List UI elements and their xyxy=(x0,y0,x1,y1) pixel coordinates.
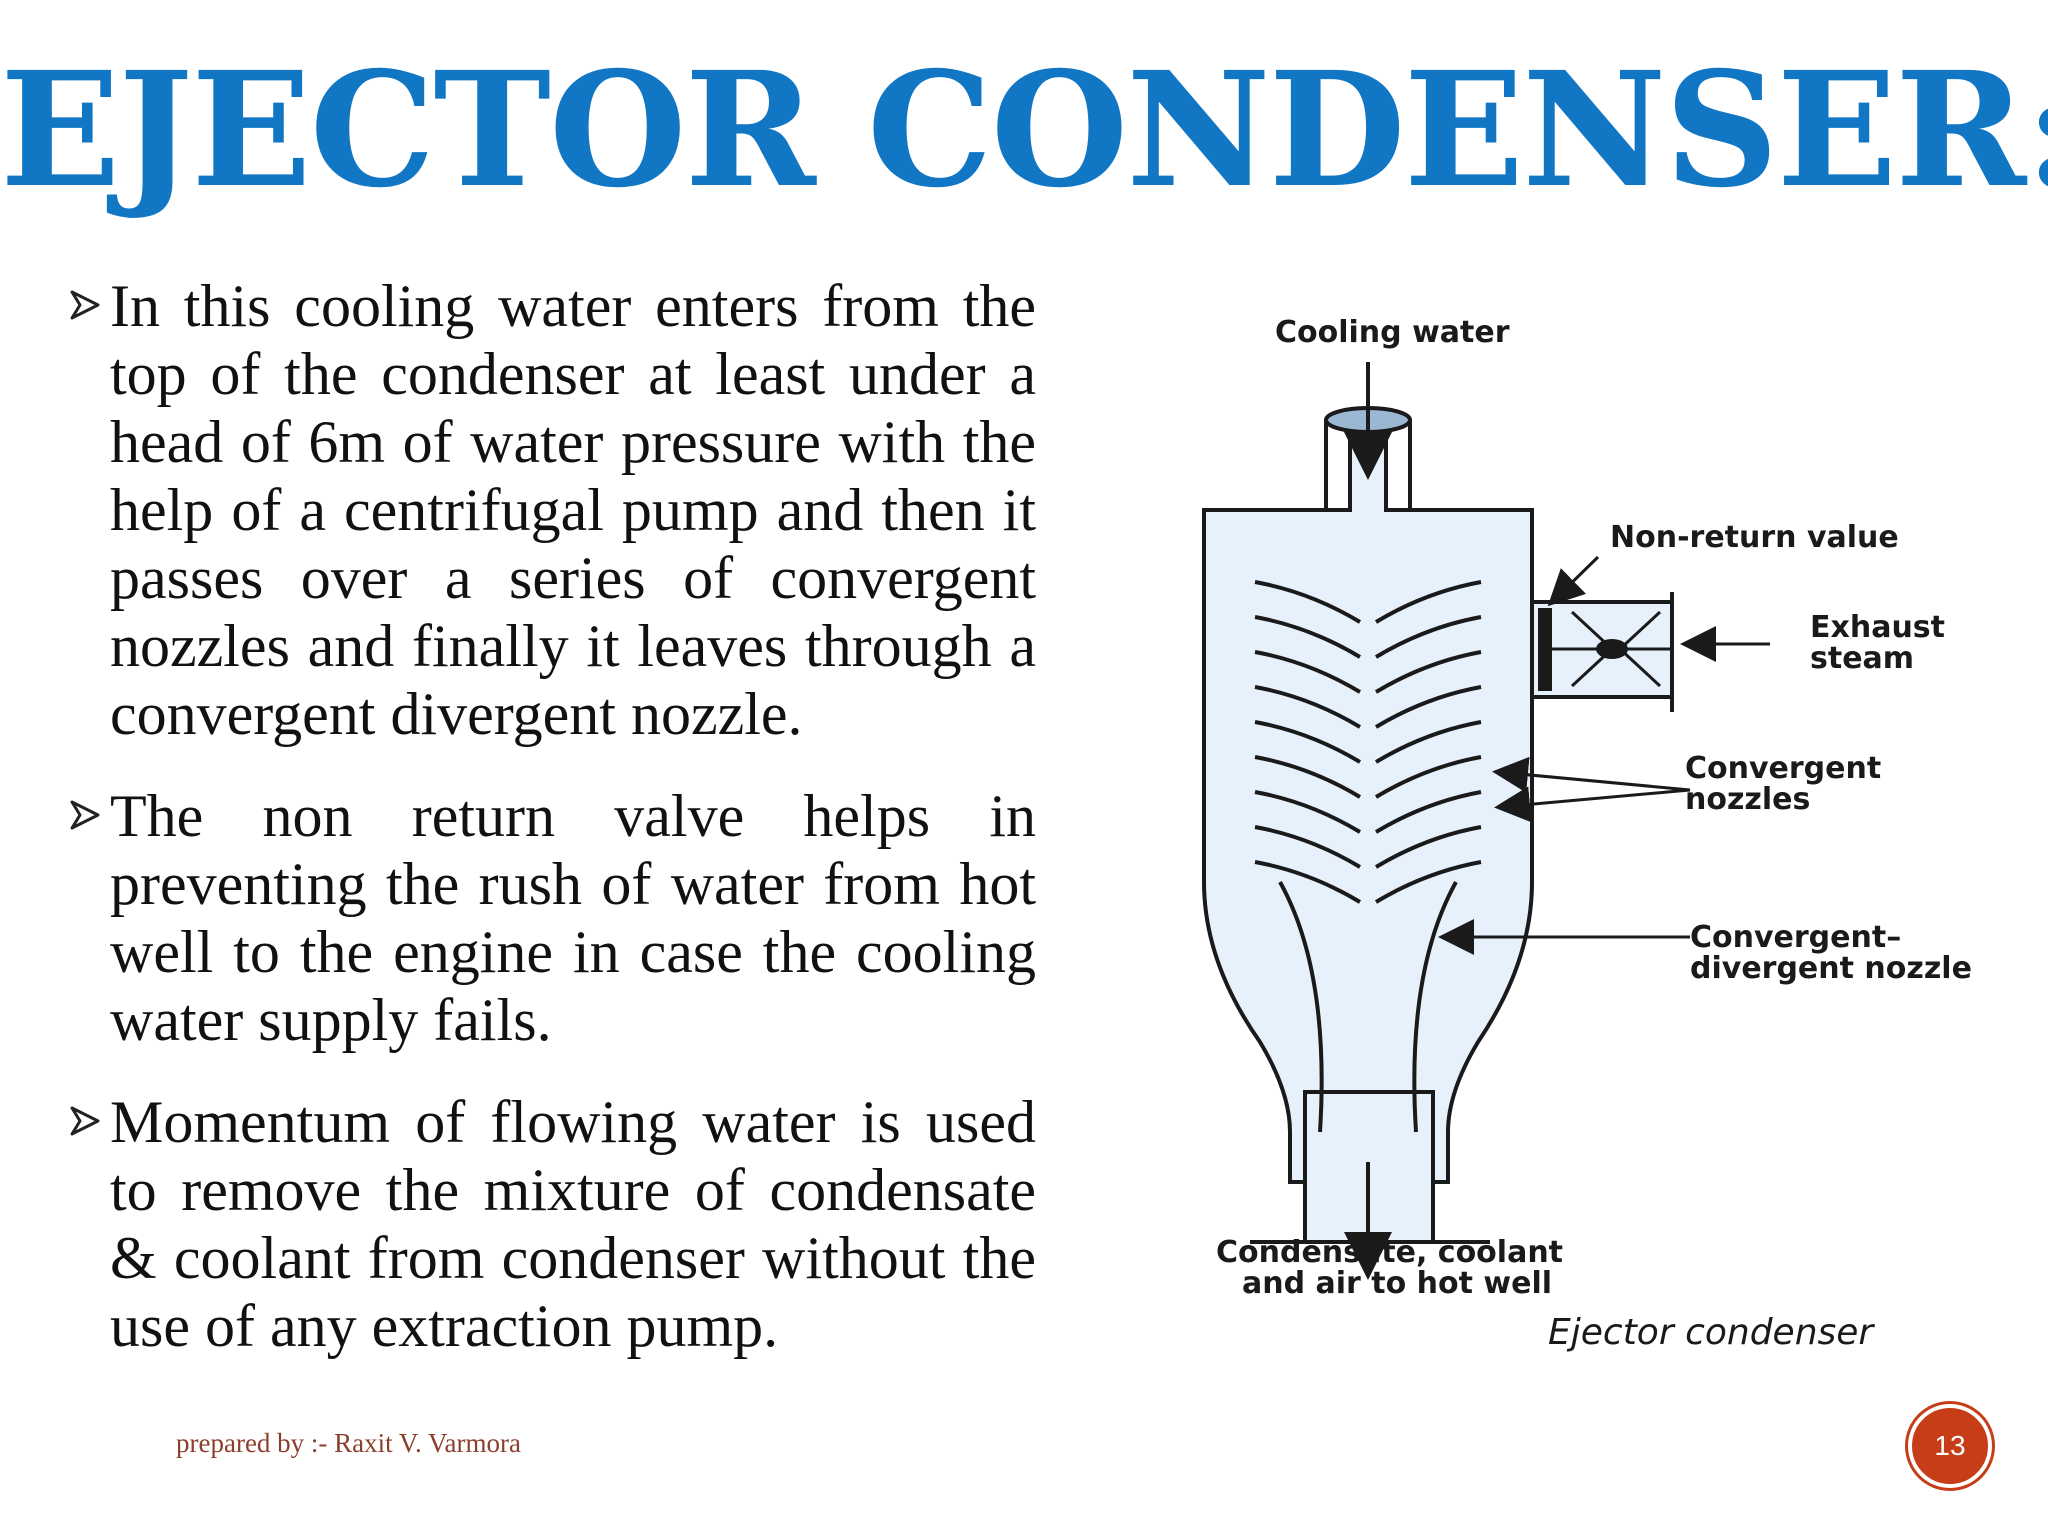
arrow-bullet-icon xyxy=(68,288,102,322)
label-convergent-nozzles: Convergent xyxy=(1685,751,1881,786)
label-non-return-valve: Non-return value xyxy=(1610,520,1899,555)
condenser-vessel xyxy=(1202,420,1534,1184)
bullet-text: The non return valve helps in preventing… xyxy=(110,783,1036,1053)
slide-title: EJECTOR CONDENSER: xyxy=(0,38,2048,223)
label-convergent-nozzles: nozzles xyxy=(1685,782,1810,817)
label-cooling-water: Cooling water xyxy=(1275,315,1510,350)
diagram-caption: Ejector condenser xyxy=(1548,1312,1875,1353)
convergent-nozzles-left xyxy=(1254,580,1362,904)
bullet-item: The non return valve helps in preventing… xyxy=(68,782,1036,1054)
footer-author: prepared by :- Raxit V. Varmora xyxy=(176,1428,521,1458)
non-return-valve xyxy=(1530,592,1674,712)
label-convergent-divergent-nozzle: Convergent– xyxy=(1690,920,1901,955)
bullet-text: In this cooling water enters from the to… xyxy=(110,273,1036,747)
label-outlet: Condensate, coolant xyxy=(1216,1235,1563,1270)
arrow-bullet-icon xyxy=(68,1104,102,1138)
bullet-text: Momentum of flowing water is used to rem… xyxy=(110,1089,1036,1359)
label-convergent-divergent-nozzle: divergent nozzle xyxy=(1690,951,1972,986)
ejector-condenser-diagram: Cooling water Non-return value Exhaust s… xyxy=(1202,315,1972,1353)
bullet-item: Momentum of flowing water is used to rem… xyxy=(68,1088,1036,1360)
page-number-badge: 13 xyxy=(1908,1404,1992,1488)
label-exhaust-steam: steam xyxy=(1810,641,1914,676)
label-exhaust-steam: Exhaust xyxy=(1810,610,1945,645)
bullet-list: In this cooling water enters from the to… xyxy=(68,272,1036,1394)
arrow-bullet-icon xyxy=(68,798,102,832)
label-outlet: and air to hot well xyxy=(1242,1266,1552,1301)
convergent-divergent-nozzle xyxy=(1278,881,1458,1133)
convergent-nozzles-right xyxy=(1374,580,1482,904)
bullet-item: In this cooling water enters from the to… xyxy=(68,272,1036,748)
